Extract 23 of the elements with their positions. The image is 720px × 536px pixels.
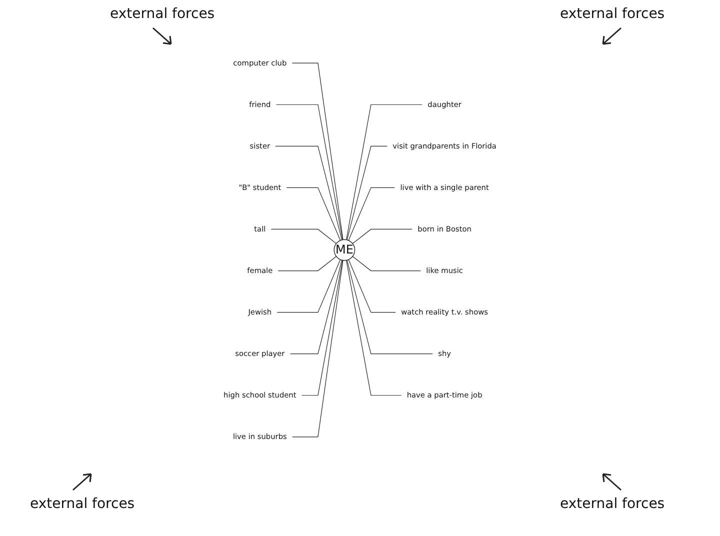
connector [290, 260, 342, 354]
connector [346, 146, 388, 240]
connector [348, 259, 396, 313]
connector [270, 228, 337, 244]
connector [352, 256, 421, 272]
connector [286, 187, 341, 241]
connector [275, 146, 342, 240]
force-label: external forces [110, 6, 215, 22]
connector [352, 228, 412, 244]
connector [348, 187, 395, 241]
connector [292, 260, 344, 438]
connector [346, 260, 433, 354]
connector [292, 62, 344, 240]
connector [346, 104, 422, 240]
force-label: external forces [560, 6, 665, 22]
connector [276, 104, 343, 240]
connector [302, 260, 343, 396]
force-label: external forces [30, 496, 135, 512]
force-label: external forces [560, 496, 665, 512]
node-circle: ME [334, 239, 356, 261]
connector [278, 256, 337, 272]
connector [346, 260, 402, 396]
connector [276, 259, 341, 313]
